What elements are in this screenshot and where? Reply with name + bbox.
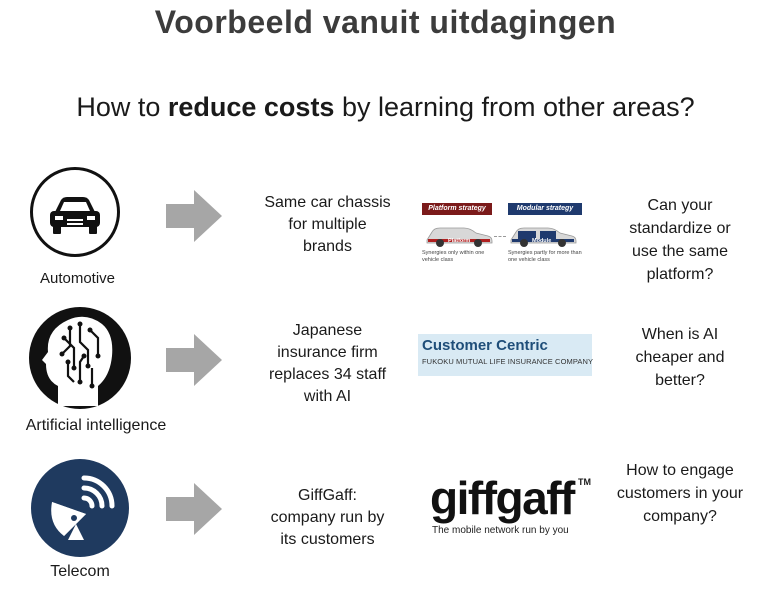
- customer-centric-subtitle: FUKOKU MUTUAL LIFE INSURANCE COMPANY: [422, 357, 594, 366]
- giffgaff-tagline: The mobile network run by you: [432, 525, 569, 536]
- modular-car-label: Module: [532, 238, 552, 244]
- customer-centric-image: Customer Centric FUKOKU MUTUAL LIFE INSU…: [418, 334, 594, 376]
- row-label: Automotive: [39, 270, 116, 287]
- arrow-right-icon: [166, 334, 222, 386]
- subtitle-suffix: by learning from other areas?: [334, 92, 695, 122]
- platform-strategy-tag: Platform strategy: [422, 203, 492, 215]
- car-icon: [30, 167, 120, 257]
- row-label: Artificial intelligence: [25, 417, 167, 434]
- connector-line: [494, 236, 506, 237]
- ai-head-icon: [29, 307, 131, 409]
- slide-subtitle: How to reduce costs by learning from oth…: [0, 92, 771, 123]
- trademark-mark: TM: [578, 477, 591, 487]
- car-silhouette-icon: [426, 227, 493, 247]
- row-question: Can your standardize or use the same pla…: [629, 197, 731, 283]
- arrow-right-icon: [166, 190, 222, 242]
- row-question: How to engage customers in your company?: [616, 462, 744, 525]
- customer-centric-title: Customer Centric: [422, 337, 548, 354]
- giffgaff-logo-image: giffgaff TM The mobile network run by yo…: [430, 471, 600, 541]
- row-description: Same car chassis for multiple brands: [264, 194, 391, 255]
- row-question: When is AI cheaper and better?: [635, 326, 725, 389]
- platform-car-label: Platform: [448, 238, 471, 244]
- giffgaff-wordmark: giffgaff: [430, 472, 575, 524]
- modular-caption: Synergies partly for more than one vehic…: [508, 250, 582, 263]
- subtitle-prefix: How to: [76, 92, 168, 122]
- slide-title: Voorbeeld vanuit uitdagingen: [154, 4, 617, 40]
- modular-strategy-tag: Modular strategy: [508, 203, 582, 215]
- car-silhouette-icon: [510, 227, 577, 247]
- row-artificial-intelligence: Artificial intelligence Japanese insuran…: [0, 300, 771, 440]
- row-telecom: Telecom GiffGaff: company run by its cus…: [0, 455, 771, 590]
- platform-strategy-image: Platform strategy Modular strategy Platf…: [420, 200, 592, 264]
- platform-caption: Synergies only within one vehicle class: [422, 250, 485, 263]
- row-description: GiffGaff: company run by its customers: [270, 487, 385, 548]
- satellite-dish-icon: [31, 459, 129, 557]
- arrow-right-icon: [166, 483, 222, 535]
- row-description: Japanese insurance firm replaces 34 staf…: [268, 322, 387, 405]
- row-automotive: Automotive Same car chassis for multiple…: [0, 160, 771, 295]
- subtitle-bold: reduce costs: [167, 92, 335, 122]
- row-label: Telecom: [50, 563, 110, 580]
